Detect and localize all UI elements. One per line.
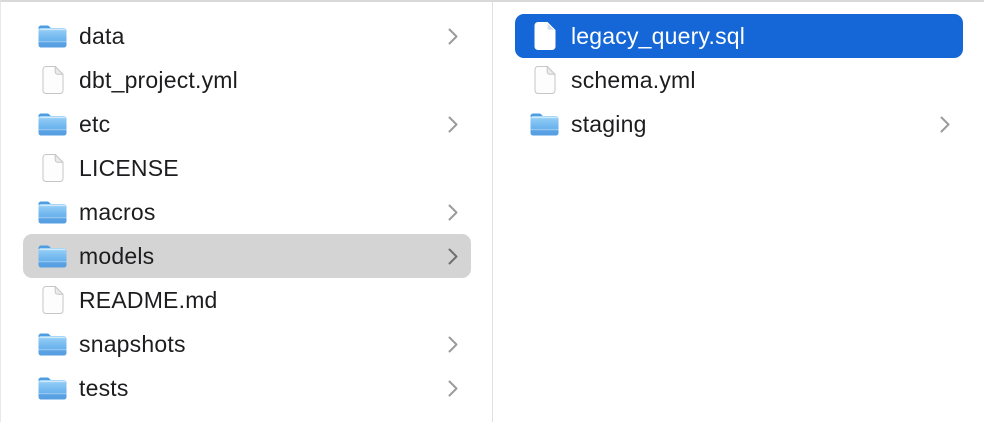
file-item-schema.yml[interactable]: schema.yml [515, 58, 963, 102]
item-label: macros [79, 198, 156, 225]
folder-icon [37, 20, 68, 52]
item-label: staging [571, 110, 647, 137]
file-item-legacy_query.sql[interactable]: legacy_query.sql [515, 14, 963, 58]
document-icon [37, 64, 68, 96]
document-icon [529, 64, 560, 96]
item-label: dbt_project.yml [79, 66, 238, 93]
item-label: etc [79, 110, 111, 137]
chevron-right-icon [447, 247, 459, 266]
folder-item-staging[interactable]: staging [515, 102, 963, 146]
document-icon [37, 152, 68, 184]
folder-item-tests[interactable]: tests [23, 366, 471, 410]
chevron-right-icon [447, 379, 459, 398]
item-label: snapshots [79, 330, 186, 357]
item-label: legacy_query.sql [571, 22, 746, 49]
document-icon [529, 20, 560, 52]
file-item-LICENSE[interactable]: LICENSE [23, 146, 471, 190]
item-label: models [79, 242, 155, 269]
chevron-right-icon [447, 115, 459, 134]
chevron-right-icon [447, 335, 459, 354]
folder-item-macros[interactable]: macros [23, 190, 471, 234]
file-column-1: data dbt_project.yml etc LICENSE m [1, 2, 492, 422]
item-label: tests [79, 374, 129, 401]
folder-icon [37, 196, 68, 228]
folder-item-snapshots[interactable]: snapshots [23, 322, 471, 366]
folder-icon [37, 372, 68, 404]
folder-item-data[interactable]: data [23, 14, 471, 58]
column-divider[interactable] [492, 2, 493, 422]
folder-icon [37, 108, 68, 140]
item-label: README.md [79, 286, 218, 313]
item-label: LICENSE [79, 154, 179, 181]
folder-icon [37, 328, 68, 360]
folder-item-etc[interactable]: etc [23, 102, 471, 146]
file-column-2: legacy_query.sql schema.yml staging [493, 2, 984, 422]
file-item-dbt_project.yml[interactable]: dbt_project.yml [23, 58, 471, 102]
folder-icon [37, 240, 68, 272]
item-label: schema.yml [571, 66, 696, 93]
item-label: data [79, 22, 125, 49]
folder-icon [529, 108, 560, 140]
chevron-right-icon [447, 27, 459, 46]
chevron-right-icon [447, 203, 459, 222]
folder-item-models[interactable]: models [23, 234, 471, 278]
file-item-README.md[interactable]: README.md [23, 278, 471, 322]
document-icon [37, 284, 68, 316]
chevron-right-icon [939, 115, 951, 134]
